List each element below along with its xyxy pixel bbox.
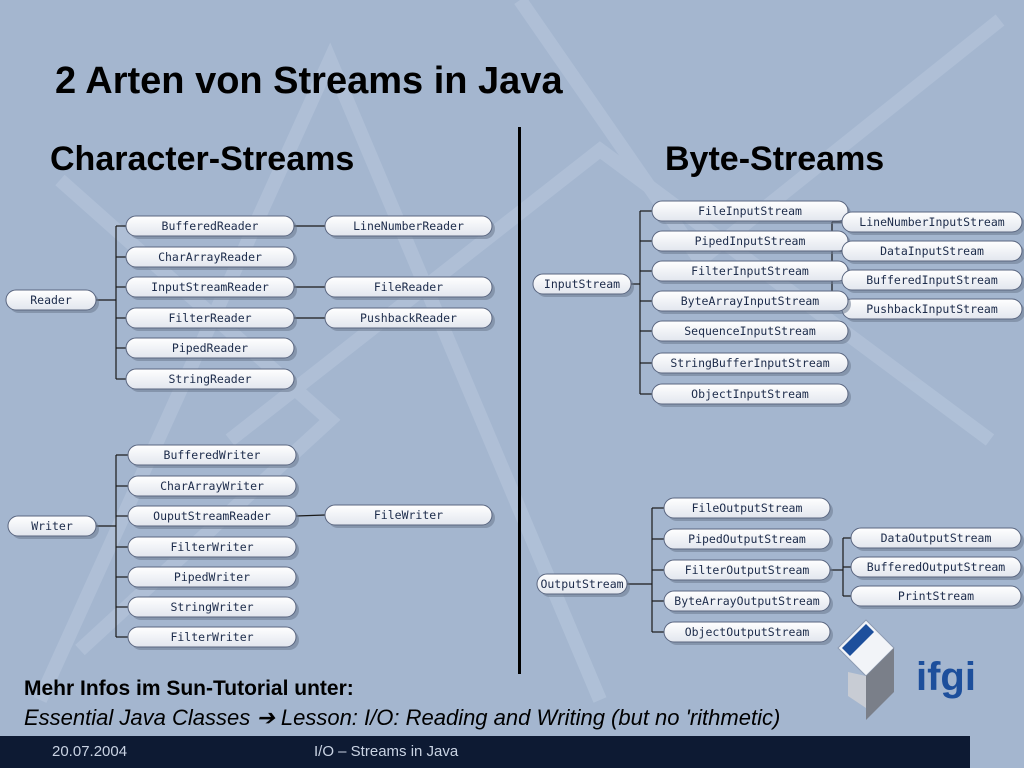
node-filter-output-stream: FilterOutputStream bbox=[685, 563, 810, 577]
node-file-output-stream: FileOutputStream bbox=[692, 501, 803, 515]
node-print-stream: PrintStream bbox=[898, 589, 974, 603]
node-input-stream: InputStream bbox=[544, 277, 620, 291]
node-line-number-reader: LineNumberReader bbox=[353, 219, 464, 233]
node-buffered-writer: BufferedWriter bbox=[164, 448, 261, 462]
footer-title: I/O – Streams in Java bbox=[314, 743, 459, 760]
node-pushback-reader: PushbackReader bbox=[360, 311, 457, 325]
node-piped-writer: PipedWriter bbox=[174, 570, 250, 584]
footer-bar bbox=[0, 736, 970, 768]
heading-byte-streams: Byte-Streams bbox=[665, 140, 885, 178]
node-ouput-stream-reader: OuputStreamReader bbox=[153, 509, 271, 523]
node-line-number-input-stream: LineNumberInputStream bbox=[859, 215, 1004, 229]
node-buffered-input-stream: BufferedInputStream bbox=[866, 273, 998, 287]
logo-text: ifgi bbox=[916, 655, 976, 699]
node-sequence-input-stream: SequenceInputStream bbox=[684, 324, 816, 338]
node-filter-writer: FilterWriter bbox=[170, 630, 253, 644]
node-char-array-writer: CharArrayWriter bbox=[160, 479, 264, 493]
node-buffered-reader: BufferedReader bbox=[162, 219, 259, 233]
node-string-reader: StringReader bbox=[168, 372, 251, 386]
node-filter-writer: FilterWriter bbox=[170, 540, 253, 554]
node-file-input-stream: FileInputStream bbox=[698, 204, 802, 218]
node-object-input-stream: ObjectInputStream bbox=[691, 387, 809, 401]
info-link[interactable]: Essential Java Classes ➔ Lesson: I/O: Re… bbox=[24, 705, 781, 730]
footer-date: 20.07.2004 bbox=[52, 743, 128, 760]
node-data-input-stream: DataInputStream bbox=[880, 244, 984, 258]
node-writer: Writer bbox=[31, 519, 73, 533]
node-pushback-input-stream: PushbackInputStream bbox=[866, 302, 998, 316]
ifgi-logo: ifgi bbox=[837, 619, 976, 720]
node-output-stream: OutputStream bbox=[540, 577, 623, 591]
node-object-output-stream: ObjectOutputStream bbox=[685, 625, 810, 639]
node-piped-reader: PipedReader bbox=[172, 341, 248, 355]
node-buffered-output-stream: BufferedOutputStream bbox=[867, 560, 1006, 574]
column-divider bbox=[518, 127, 521, 674]
info-heading: Mehr Infos im Sun-Tutorial unter: bbox=[24, 677, 354, 700]
node-piped-input-stream: PipedInputStream bbox=[695, 234, 806, 248]
node-byte-array-output-stream: ByteArrayOutputStream bbox=[674, 594, 819, 608]
node-filter-input-stream: FilterInputStream bbox=[691, 264, 809, 278]
node-char-array-reader: CharArrayReader bbox=[158, 250, 262, 264]
node-string-buffer-input-stream: StringBufferInputStream bbox=[670, 356, 829, 370]
node-filter-reader: FilterReader bbox=[168, 311, 251, 325]
node-byte-array-input-stream: ByteArrayInputStream bbox=[681, 294, 820, 308]
node-input-stream-reader: InputStreamReader bbox=[151, 280, 269, 294]
node-string-writer: StringWriter bbox=[170, 600, 253, 614]
node-reader: Reader bbox=[30, 293, 72, 307]
node-piped-output-stream: PipedOutputStream bbox=[688, 532, 806, 546]
node-file-reader: FileReader bbox=[374, 280, 443, 294]
node-file-writer: FileWriter bbox=[374, 508, 443, 522]
node-data-output-stream: DataOutputStream bbox=[881, 531, 992, 545]
slide-title: 2 Arten von Streams in Java bbox=[55, 60, 563, 102]
heading-character-streams: Character-Streams bbox=[50, 140, 355, 178]
